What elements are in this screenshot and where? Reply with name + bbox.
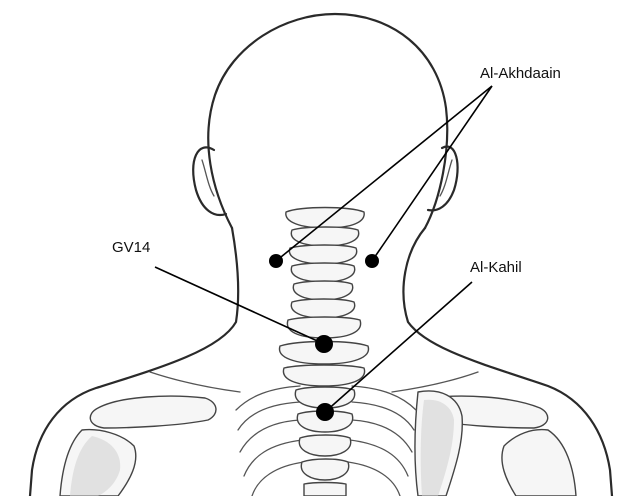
akhdaain-right-point: [365, 254, 379, 268]
gv14-point: [315, 335, 333, 353]
scapula-right: [415, 391, 576, 496]
leader-akhdaain-right: [372, 86, 492, 261]
scapula-left: [60, 396, 216, 496]
akhdaain-left-point: [269, 254, 283, 268]
leader-akhdaain-left: [276, 86, 492, 261]
label-gv14: GV14: [112, 239, 150, 256]
kahil-point: [316, 403, 334, 421]
label-kahil: Al-Kahil: [470, 259, 522, 276]
head-outline: [193, 14, 457, 228]
label-akhdaain: Al-Akhdaain: [480, 65, 561, 82]
